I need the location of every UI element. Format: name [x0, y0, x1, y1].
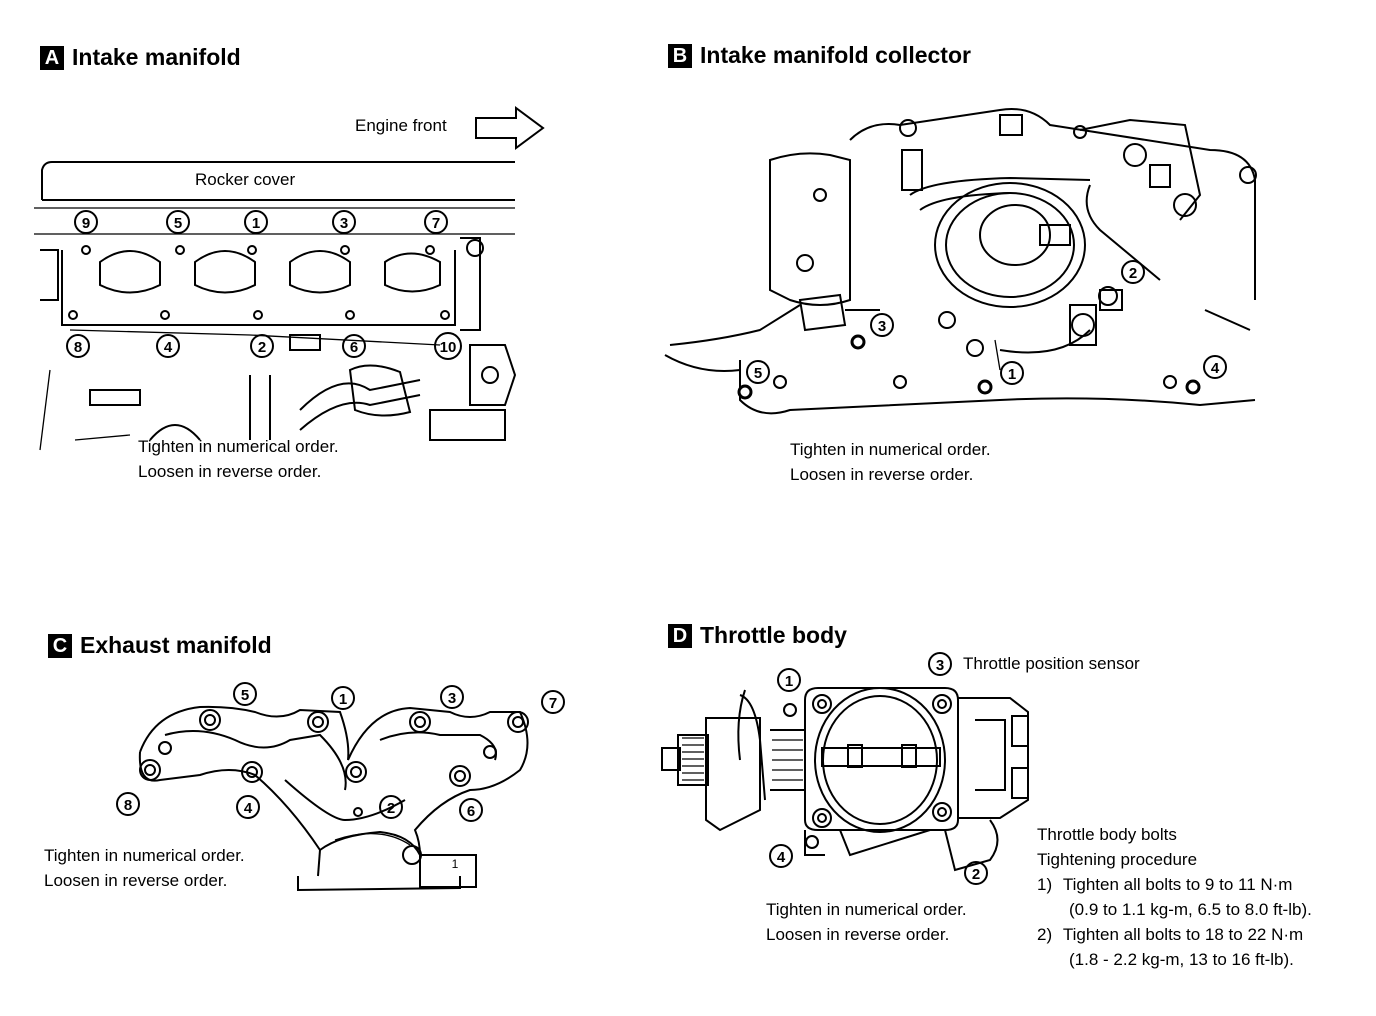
panel-d-badge: D — [668, 623, 692, 648]
procedure-step-2-line-2: (1.8 - 2.2 kg-m, 13 to 16 ft-lb). — [1069, 950, 1294, 969]
bolt-c-7: 7 — [549, 695, 557, 712]
panel-b-note-line-1: Tighten in numerical order. — [790, 440, 991, 459]
panel-c-title-text: Exhaust manifold — [80, 632, 272, 658]
bolt-c-2: 2 — [387, 800, 395, 817]
panel-a-note: Tighten in numerical order. Loosen in re… — [138, 434, 339, 484]
panel-d-note: Tighten in numerical order. Loosen in re… — [766, 897, 967, 947]
procedure-step-1-num: 1) — [1037, 875, 1053, 894]
panel-b-title: B Intake manifold collector — [668, 42, 971, 69]
bolt-a-7: 7 — [432, 215, 440, 232]
procedure-step-2-line-1: Tighten all bolts to 18 to 22 N·m — [1062, 925, 1304, 944]
procedure-step-2-num: 2) — [1037, 925, 1053, 944]
procedure-step-1-line-1: Tighten all bolts to 9 to 11 N·m — [1062, 875, 1293, 894]
bolt-d-3: 3 — [936, 657, 944, 674]
tps-label: Throttle position sensor — [963, 654, 1140, 673]
panel-a-note-line-1: Tighten in numerical order. — [138, 437, 339, 456]
tightening-procedure: Throttle body bolts Tightening procedure… — [1037, 822, 1312, 972]
panel-d-note-line-1: Tighten in numerical order. — [766, 900, 967, 919]
panel-c-note-line-1: Tighten in numerical order. — [44, 846, 245, 865]
bolt-b-4: 4 — [1211, 360, 1220, 377]
bolt-c-8: 8 — [124, 797, 132, 814]
bolt-a-8: 8 — [74, 339, 82, 356]
procedure-subheading: Tightening procedure — [1037, 850, 1198, 869]
bolt-a-3: 3 — [340, 215, 348, 232]
panel-d-title-text: Throttle body — [700, 622, 847, 648]
panel-b-note-line-2: Loosen in reverse order. — [790, 465, 974, 484]
bolt-d-2: 2 — [972, 866, 980, 883]
bolt-a-9: 9 — [82, 215, 90, 232]
panel-c-title: C Exhaust manifold — [48, 632, 272, 659]
rocker-cover-label: Rocker cover — [195, 170, 296, 189]
panel-b-note: Tighten in numerical order. Loosen in re… — [790, 437, 991, 487]
bolt-c-3: 3 — [448, 690, 456, 707]
bolt-c-6: 6 — [467, 803, 475, 820]
bolt-b-1: 1 — [1008, 366, 1016, 383]
bolt-a-10: 10 — [440, 339, 457, 356]
procedure-step-2: 2) Tighten all bolts to 18 to 22 N·m — [1037, 922, 1312, 947]
engine-front-label: Engine front — [355, 116, 447, 135]
panel-d-note-line-2: Loosen in reverse order. — [766, 925, 950, 944]
bolt-a-5: 5 — [174, 215, 182, 232]
panel-c-note-line-2: Loosen in reverse order. — [44, 871, 228, 890]
bolt-b-3: 3 — [878, 318, 886, 335]
bolt-c-4: 4 — [244, 800, 253, 817]
panel-a-title-text: Intake manifold — [72, 44, 241, 70]
bolt-a-4: 4 — [164, 339, 173, 356]
gasket-mark: 1 — [452, 857, 459, 871]
panel-a-note-line-2: Loosen in reverse order. — [138, 462, 322, 481]
panel-d-title: D Throttle body — [668, 622, 847, 649]
bolt-c-5: 5 — [241, 687, 249, 704]
panel-c-note: Tighten in numerical order. Loosen in re… — [44, 843, 245, 893]
bolt-b-2: 2 — [1129, 265, 1137, 282]
panel-a-badge: A — [40, 45, 64, 70]
panel-a-title: A Intake manifold — [40, 44, 241, 71]
procedure-heading: Throttle body bolts — [1037, 825, 1177, 844]
bolt-a-1: 1 — [252, 215, 260, 232]
bolt-a-2: 2 — [258, 339, 266, 356]
panel-b-badge: B — [668, 43, 692, 68]
bolt-a-6: 6 — [350, 339, 358, 356]
procedure-step-1-line-2: (0.9 to 1.1 kg-m, 6.5 to 8.0 ft-lb). — [1069, 900, 1312, 919]
panel-c-badge: C — [48, 633, 72, 658]
bolt-d-4: 4 — [777, 849, 786, 866]
procedure-step-1: 1) Tighten all bolts to 9 to 11 N·m — [1037, 872, 1312, 897]
bolt-d-1: 1 — [785, 673, 793, 690]
bolt-b-5: 5 — [754, 365, 762, 382]
panel-b-title-text: Intake manifold collector — [700, 42, 971, 68]
bolt-c-1: 1 — [339, 691, 347, 708]
